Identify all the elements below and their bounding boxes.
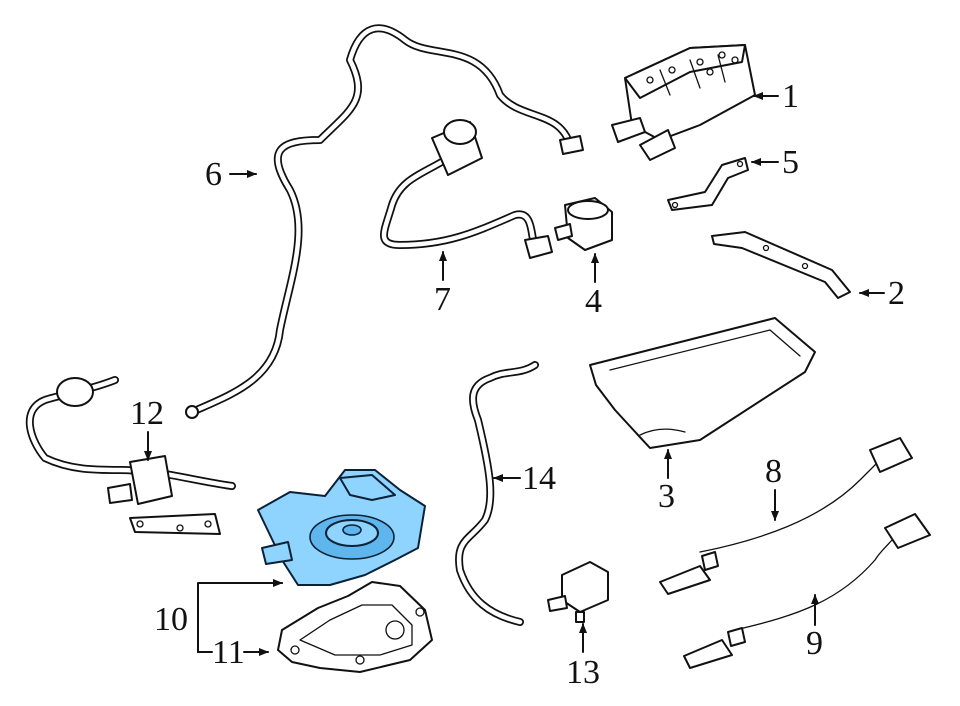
- part-11-gasket: [277, 581, 433, 673]
- callout-6: 6: [205, 156, 222, 193]
- callout-11: 11: [212, 634, 245, 671]
- part-6-hose: [185, 24, 584, 419]
- part-5-bracket: [667, 157, 749, 211]
- part-12-valve: [25, 376, 236, 535]
- part-13-solenoid: [547, 561, 609, 623]
- leader-lines: [144, 92, 885, 656]
- part-1-canister: [611, 44, 756, 161]
- callout-14: 14: [522, 460, 556, 497]
- callout-7: 7: [434, 281, 451, 318]
- part-8-sensor: [659, 437, 913, 595]
- part-7-hose: [380, 119, 553, 259]
- part-14-pipe: [455, 361, 539, 626]
- callout-2: 2: [888, 275, 905, 312]
- callout-3: 3: [658, 478, 675, 515]
- part-2-bracket: [711, 231, 851, 299]
- callout-8: 8: [765, 453, 782, 490]
- callout-13: 13: [566, 654, 600, 691]
- callout-1: 1: [782, 78, 799, 115]
- callout-9: 9: [806, 625, 823, 662]
- callout-4: 4: [585, 283, 602, 320]
- callout-10: 10: [154, 601, 188, 638]
- part-9-sensor: [683, 513, 931, 669]
- part-4-valve: [554, 197, 613, 251]
- callout-5: 5: [782, 144, 799, 181]
- part-3-shield: [589, 317, 816, 449]
- callout-12: 12: [130, 395, 164, 432]
- part-10-pump-module: [257, 469, 426, 586]
